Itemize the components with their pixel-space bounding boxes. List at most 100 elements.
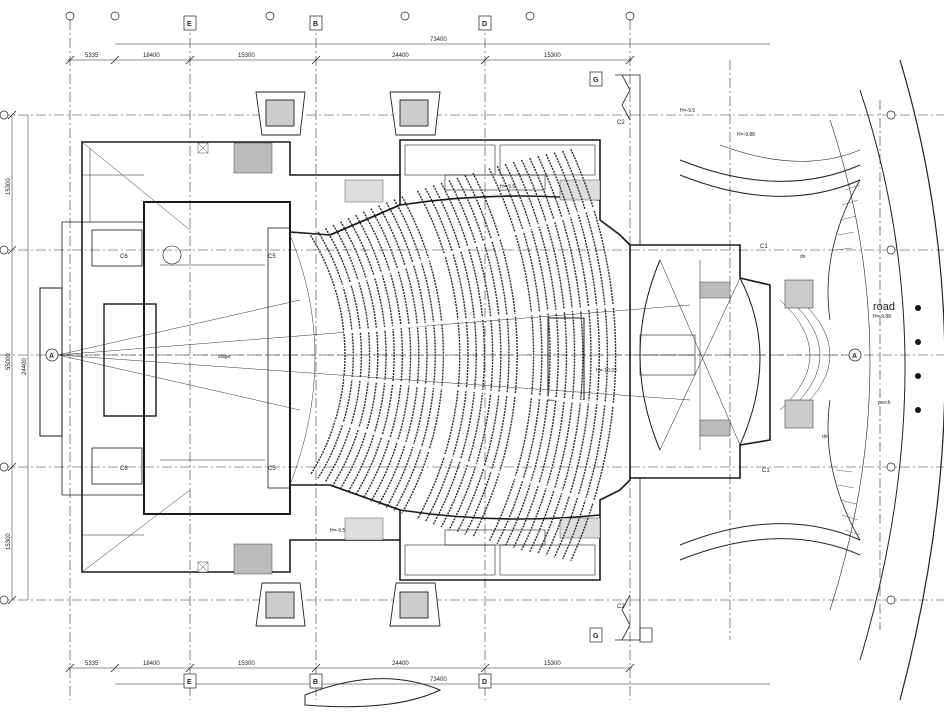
seat-row [537,155,584,555]
seat-row [310,235,346,475]
grid-label-top-e: E [187,21,192,28]
dim-bottom-total: 73400 [430,677,447,683]
seat-row [393,199,436,511]
seat-row [440,182,486,528]
plaza-curves [679,59,944,701]
elevation-center: H=-10.33 [596,368,617,374]
elevation-upper: H=-9.5 [680,108,695,114]
grid-label-top-b: B [313,21,318,28]
seat-row [385,202,428,508]
dimension-lines [7,43,770,685]
dim-top-2: 18400 [143,53,160,59]
section-marks: C1 C1 C2 C2 C5 C5 C6 C6 [120,120,770,610]
seat-row [378,205,420,505]
dim-left-1: 15300 [6,178,12,195]
seat-row [520,159,568,551]
landscape-island [304,678,442,708]
porch-steps [779,279,831,429]
dim-top-total: 73400 [430,37,447,43]
grid-label-bottom-g: G [593,633,599,640]
dn-label-lower: dn [822,434,828,440]
section-mark-right: A [848,348,862,362]
section-mark-c5-upper: C5 [268,254,276,260]
section-mark-c6-lower: C6 [120,466,128,472]
grid-bubble-tags [183,15,653,689]
seat-aisle [334,420,599,505]
dim-left-2: 24400 [22,358,28,375]
section-mark-c1-lower: C1 [762,468,770,474]
seat-row [553,152,600,558]
stage-label: stage [218,354,230,360]
elevation-right: H=-9.88 [737,132,755,138]
section-mark-c5-lower: C5 [268,466,276,472]
dim-bottom-4: 24400 [392,661,409,667]
seat-row [332,224,371,486]
dim-top-5: 15300 [544,53,561,59]
seat-row [561,150,609,560]
dimension-text-left: 15300 24400 15300 55000 [6,178,28,550]
dim-left-total: 55000 [6,353,12,370]
grid-bubbles [0,11,896,605]
seat-row [570,149,617,561]
lobby-stairs [344,179,601,541]
elevation-road: H=-9.88 [873,314,891,320]
seat-row [529,157,576,553]
entrance-ramp [615,74,641,641]
spiral-stair [162,245,182,265]
upper-lobby-rooms [404,144,596,576]
seat-row [472,172,518,538]
elevation-lower: H=-9.5 [330,528,345,534]
seat-row [401,196,444,514]
dimension-text-top: 5335 18400 15300 24400 15300 73400 [85,37,561,59]
seat-row [504,163,551,547]
dim-top-4: 24400 [392,53,409,59]
road-label: road [873,301,895,313]
elevation-mid: H=-9.5 [500,184,515,190]
grid-label-top-g: G [593,77,599,84]
seat-row [545,154,592,556]
column-dots [915,305,921,413]
section-mark-left: A [45,348,59,362]
seat-row [496,165,543,545]
section-mark-c2-lower: C2 [617,604,625,610]
section-mark-c1-upper: C1 [760,244,768,250]
seat-row [432,185,477,525]
grid-lines [0,20,944,700]
grid-label-bottom-d: D [482,679,487,686]
seat-row [456,177,502,533]
foyer [630,244,771,479]
seat-row [340,221,379,489]
dn-label-upper: dn [800,254,806,260]
seat-row [347,217,387,493]
seat-aisle [343,303,618,334]
seat-row [488,168,535,542]
seat-aisle [334,205,599,290]
seat-row [324,228,362,482]
plaza-hatch [835,184,861,536]
seat-row [317,231,354,479]
grid-label-top-d: D [482,21,487,28]
section-label-right: A [852,353,857,360]
dimension-text-bottom: 5335 18400 15300 24400 15300 73400 [85,661,561,683]
dim-left-3: 15300 [6,533,12,550]
seat-row [370,208,412,502]
seat-row [355,214,395,496]
seat-row [512,161,559,549]
seating-rows [310,149,618,561]
dim-bottom-2: 18400 [143,661,160,667]
porch-label: porch [878,400,891,406]
seat-row [416,190,461,520]
seat-row [448,179,494,531]
seat-row [464,175,510,535]
stage-stairs-lower [197,543,273,575]
stair-towers [255,91,441,627]
grid-bubble-letters: E B D G E B D G [187,21,599,686]
grid-label-bottom-b: B [313,679,318,686]
dim-bottom-3: 15300 [238,661,255,667]
stage-stairs-upper [197,142,273,174]
section-mark-c6-upper: C6 [120,254,128,260]
seat-row [362,211,404,499]
dim-bottom-5: 15300 [544,661,561,667]
dim-top-1: 5335 [85,53,99,59]
